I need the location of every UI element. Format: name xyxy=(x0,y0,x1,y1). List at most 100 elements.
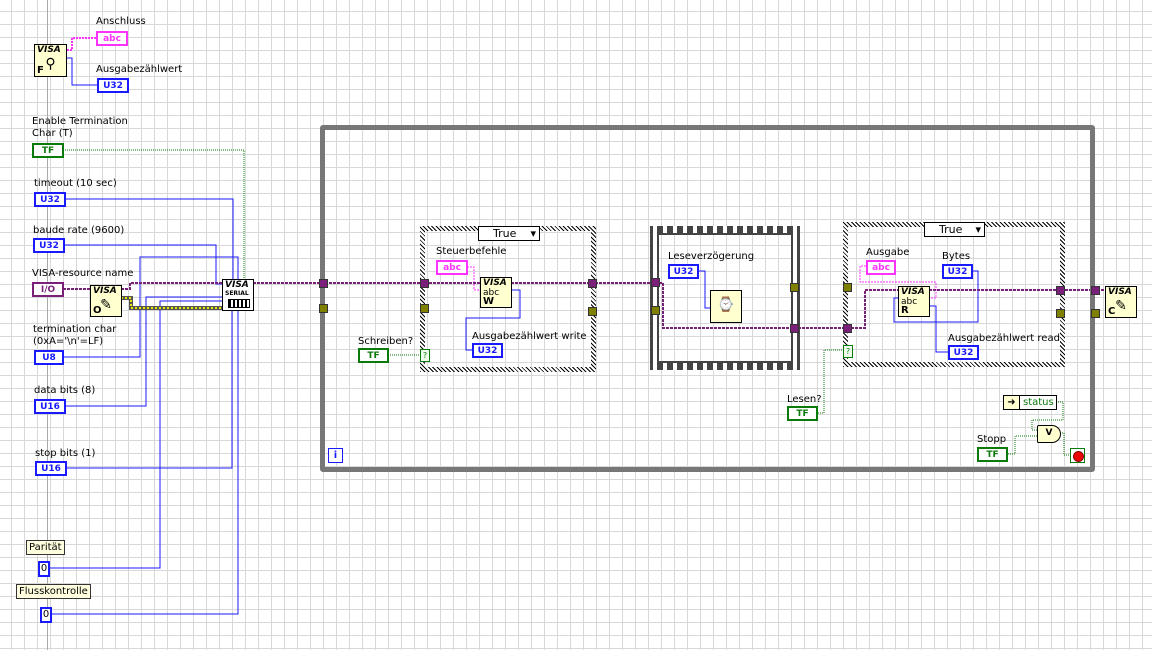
type-tag: U32 xyxy=(39,240,59,251)
stop-bits-control[interactable]: U16 xyxy=(35,461,67,476)
visa-read-node[interactable]: VISA abc R xyxy=(898,286,930,317)
ausgabezaehlwert-label: Ausgabezählwert xyxy=(96,64,183,75)
write-case-selector-terminal: ? xyxy=(420,349,430,362)
visa-find-resource-node[interactable]: VISA ⚲ F xyxy=(34,44,67,77)
termination-char-label: termination char (0xA='\n'=LF) xyxy=(33,324,117,347)
data-bits-control[interactable]: U16 xyxy=(34,399,66,414)
error-wires xyxy=(121,296,222,310)
type-tag: U16 xyxy=(40,401,60,412)
node-title: VISA xyxy=(93,286,117,296)
steuerbefehle-label: Steuerbefehle xyxy=(436,246,507,257)
case-tunnel xyxy=(843,324,852,333)
node-title: VISA xyxy=(225,280,249,290)
node-corner: W xyxy=(483,296,495,307)
enable-termination-label: Enable Termination Char (T) xyxy=(32,116,128,139)
stopp-control[interactable]: TF xyxy=(977,447,1008,462)
ausgabe-indicator[interactable]: abc xyxy=(866,260,896,275)
case-tunnel xyxy=(1056,286,1065,295)
type-tag: U32 xyxy=(673,266,694,277)
type-tag: U32 xyxy=(477,345,498,356)
sequence-tunnel xyxy=(651,306,660,315)
sequence-frame-inner xyxy=(657,233,793,363)
unbundle-by-name-status[interactable]: ➜ status xyxy=(1003,395,1057,410)
read-case-selector-terminal: ? xyxy=(843,345,853,358)
schreiben-label: Schreiben? xyxy=(358,336,414,347)
while-loop[interactable] xyxy=(320,125,1095,472)
baud-rate-label: baude rate (9600) xyxy=(33,225,125,236)
node-title: VISA xyxy=(901,287,925,297)
type-tag: U32 xyxy=(103,80,123,91)
flat-sequence-frame[interactable] xyxy=(650,226,800,370)
node-title: VISA xyxy=(483,278,507,288)
binoculars-icon: ⚲ xyxy=(45,56,56,72)
visa-configure-serial-node[interactable]: VISA SERIAL xyxy=(222,279,254,311)
node-subtitle: SERIAL xyxy=(225,290,249,297)
lesen-control[interactable]: TF xyxy=(787,406,818,421)
read-case-selector[interactable]: True▾ xyxy=(924,222,985,237)
stop-sign-icon xyxy=(1073,451,1084,462)
or-gate[interactable]: V xyxy=(1037,425,1061,443)
schreiben-control[interactable]: TF xyxy=(358,348,389,363)
node-corner: R xyxy=(901,305,909,316)
stopp-label: Stopp xyxy=(977,434,1007,445)
visa-open-node[interactable]: VISA ✎ O xyxy=(90,285,122,317)
flusskontrolle-constant[interactable]: 0 xyxy=(40,607,52,623)
steuerbefehle-control[interactable]: abc xyxy=(436,260,468,275)
ausgabezaehlwert-write-indicator[interactable]: U32 xyxy=(472,343,503,358)
data-bits-label: data bits (8) xyxy=(34,385,96,396)
loop-tunnel-error xyxy=(319,304,328,313)
paritaet-label: Parität xyxy=(26,540,65,555)
lesen-label: Lesen? xyxy=(787,394,822,405)
loop-condition-terminal[interactable] xyxy=(1070,448,1085,463)
paritaet-constant[interactable]: 0 xyxy=(38,561,50,577)
anschluss-label: Anschluss xyxy=(96,16,146,27)
ausgabezaehlwert-indicator[interactable]: U32 xyxy=(97,78,129,93)
visa-resource-control[interactable]: I/O xyxy=(32,282,64,297)
node-corner: O xyxy=(93,305,102,316)
serial-port-icon xyxy=(228,299,250,308)
leseverzoegerung-control[interactable]: U32 xyxy=(668,264,699,279)
write-case-selector[interactable]: True▾ xyxy=(478,226,540,241)
origin-line xyxy=(47,0,48,650)
anschluss-indicator[interactable]: abc xyxy=(96,31,128,46)
termination-char-control[interactable]: U8 xyxy=(34,350,64,365)
type-tag: TF xyxy=(41,145,55,156)
type-tag: abc xyxy=(443,262,461,273)
visa-resource-label: VISA-resource name xyxy=(32,268,134,279)
visa-write-node[interactable]: VISA abc W xyxy=(480,277,512,308)
ausgabezaehlwert-write-label: Ausgabezählwert write xyxy=(472,331,587,342)
wait-ms-node[interactable]: ⌚ xyxy=(710,290,742,323)
sequence-tunnel xyxy=(790,283,799,292)
type-tag: TF xyxy=(367,350,380,361)
baud-rate-control[interactable]: U32 xyxy=(33,238,65,253)
node-text: abc xyxy=(483,288,500,298)
enable-termination-control[interactable]: TF xyxy=(32,143,64,158)
open-icon: ✎ xyxy=(100,297,112,313)
node-text: abc xyxy=(901,297,918,307)
watch-icon: ⌚ xyxy=(717,297,735,313)
type-tag: U8 xyxy=(42,352,56,363)
case-tunnel xyxy=(1056,309,1065,318)
type-tag: I/O xyxy=(40,284,56,295)
visa-close-node[interactable]: VISA ✎ C xyxy=(1105,286,1137,318)
node-corner: C xyxy=(1108,306,1116,317)
boolean-wires xyxy=(63,149,1070,456)
ausgabezaehlwert-read-label: Ausgabezählwert read xyxy=(948,333,1060,344)
loop-tunnel-refnum-out xyxy=(1091,286,1100,295)
type-tag: U32 xyxy=(947,266,968,277)
timeout-control[interactable]: U32 xyxy=(34,192,66,207)
type-tag: TF xyxy=(796,408,809,419)
case-tunnel xyxy=(588,279,597,288)
type-tag: U32 xyxy=(40,194,60,205)
loop-tunnel-error-out xyxy=(1091,309,1100,318)
ausgabezaehlwert-read-indicator[interactable]: U32 xyxy=(948,345,979,360)
sequence-tunnel xyxy=(651,278,660,287)
node-title: VISA xyxy=(1108,287,1132,297)
case-tunnel xyxy=(420,304,429,313)
type-tag: abc xyxy=(103,33,121,44)
stop-bits-label: stop bits (1) xyxy=(35,448,96,459)
loop-tunnel-refnum xyxy=(319,279,328,288)
leseverzoegerung-label: Leseverzögerung xyxy=(668,251,755,262)
bytes-control[interactable]: U32 xyxy=(942,264,973,279)
